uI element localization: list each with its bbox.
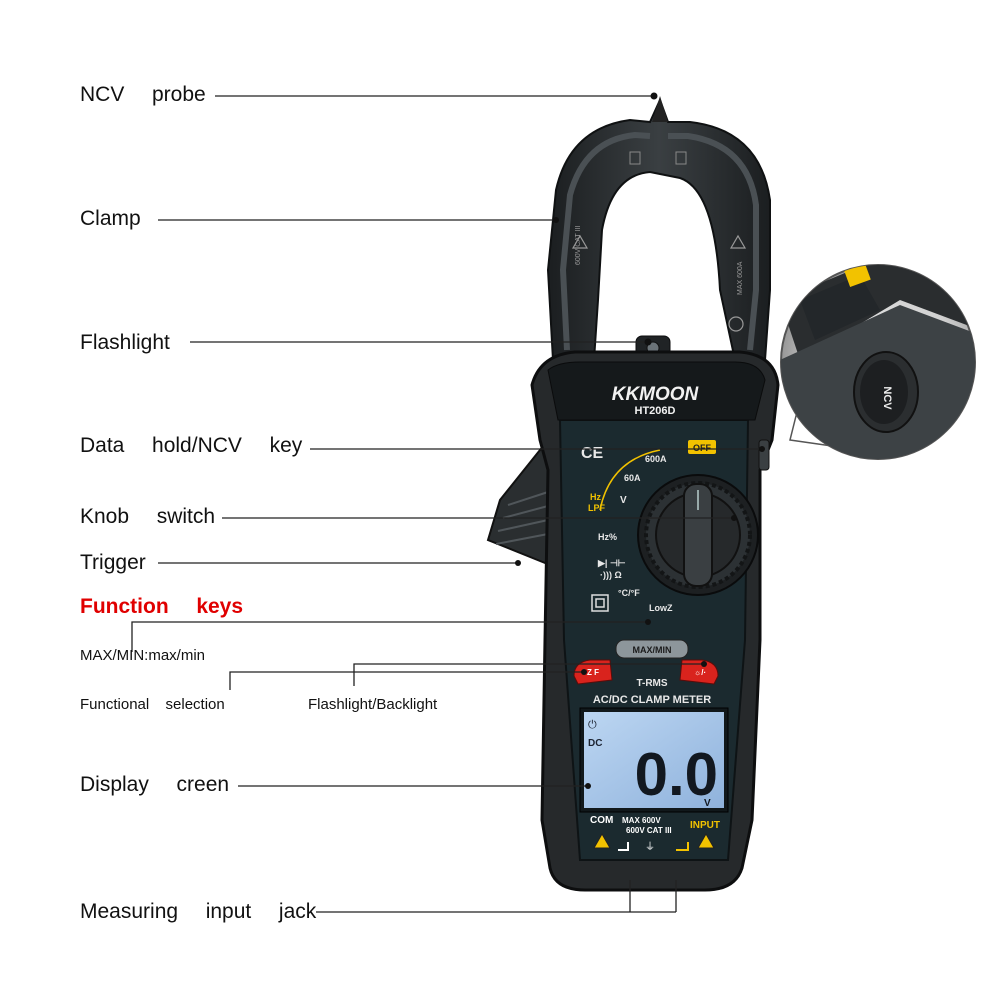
callout-max-min: MAX/MIN:max/min xyxy=(80,647,206,664)
jaw-rating-right: MAX 600A xyxy=(737,261,744,295)
jaw-inner-strip xyxy=(559,131,759,351)
input-jack-icon xyxy=(676,842,689,851)
data-hold-ncv-button[interactable] xyxy=(758,439,770,471)
input-warning-icon xyxy=(697,832,715,849)
off-label: OFF xyxy=(693,443,711,453)
lcd-reading: 0.0 xyxy=(635,741,718,808)
jaw-rating-left: 600V CAT III xyxy=(575,226,582,265)
lowz-label: LowZ xyxy=(649,603,673,613)
callout-knob-switch: Knob switch xyxy=(80,505,216,528)
brand-logo: KKMOON xyxy=(612,384,700,405)
power-icon: ⏻ xyxy=(588,719,597,731)
rating-line-1: MAX 600V xyxy=(622,816,661,825)
meter-title: AC/DC CLAMP METER xyxy=(593,694,711,706)
knob-switch[interactable] xyxy=(637,474,759,596)
lpf-label: LPF xyxy=(588,503,606,513)
lcd-mode: DC xyxy=(588,738,602,749)
trms-label: T-RMS xyxy=(636,678,667,689)
callout-measuring-jack: Measuring input jack xyxy=(80,900,317,923)
leader-max-min xyxy=(131,621,648,652)
max-min-button-label: MAX/MIN xyxy=(633,645,672,655)
leader-dots xyxy=(515,92,765,789)
com-label: COM xyxy=(590,815,613,826)
callout-functional-selection: Functional selection xyxy=(80,696,225,713)
trigger-grip-ridges xyxy=(495,491,549,545)
model-label: HT206D xyxy=(635,405,676,417)
jaw-crosshair-icon xyxy=(728,316,744,332)
voltage-symbol: V xyxy=(620,495,627,506)
rating-line-2: 600V CAT III xyxy=(626,826,672,835)
callout-ncv-probe: NCV probe xyxy=(80,83,206,106)
flashlight-backlight-icon: ☼/· xyxy=(694,668,706,677)
leader-lines xyxy=(131,95,762,913)
brand-plate xyxy=(547,361,766,421)
callout-data-hold: Data hold/NCV key xyxy=(80,434,303,457)
leader-flashlight-backlight xyxy=(353,663,704,686)
com-warning-icon xyxy=(593,832,611,849)
double-insulation-icon xyxy=(591,594,609,612)
hz-percent-label: Hz% xyxy=(598,532,617,542)
max-min-button[interactable] xyxy=(615,639,689,659)
display-screen xyxy=(584,712,724,808)
diode-capacitance-icon: ▶| ⊣⊢ xyxy=(597,558,626,568)
jaw-tip-mark-right xyxy=(675,151,687,165)
callout-flashlight: Flashlight xyxy=(80,331,170,354)
ncv-probe-tip xyxy=(652,96,668,122)
temperature-label: °C/°F xyxy=(618,588,640,598)
function-select-icon: Z F xyxy=(587,668,599,677)
ncv-button-zoom-inset: NCV xyxy=(780,264,976,460)
callout-flashlight-backlight: Flashlight/Backlight xyxy=(308,696,438,713)
callout-trigger: Trigger xyxy=(80,551,146,574)
flashlight-backlight-button[interactable] xyxy=(679,659,719,685)
ground-icon: ⏚ xyxy=(645,841,655,853)
range-600a-label: 600A xyxy=(645,454,667,464)
jaw-tip-mark-left xyxy=(629,151,641,165)
continuity-ohm-icon: ·))) Ω xyxy=(600,570,622,580)
hz-label: Hz xyxy=(590,492,601,502)
clamp-jaws: 600V CAT III MAX 600A xyxy=(546,96,771,367)
callout-clamp: Clamp xyxy=(80,207,141,230)
lcd-unit: V xyxy=(704,798,711,809)
inset-ncv-label: NCV xyxy=(881,386,893,410)
callout-display-screen: Display creen xyxy=(80,773,230,796)
input-label: INPUT xyxy=(690,820,720,831)
range-60a-label: 60A xyxy=(624,473,641,483)
off-badge xyxy=(688,440,716,454)
jaw-shape xyxy=(546,97,771,361)
inset-off-badge xyxy=(841,265,871,287)
ce-mark-icon: CE xyxy=(581,445,604,462)
jaw-warning-left xyxy=(571,234,589,249)
leader-functional-selection xyxy=(229,671,584,690)
jaw-warning-right xyxy=(729,234,747,249)
com-jack-icon xyxy=(618,842,629,851)
callout-function-keys: Function keys xyxy=(80,595,244,618)
range-arc xyxy=(599,449,661,511)
